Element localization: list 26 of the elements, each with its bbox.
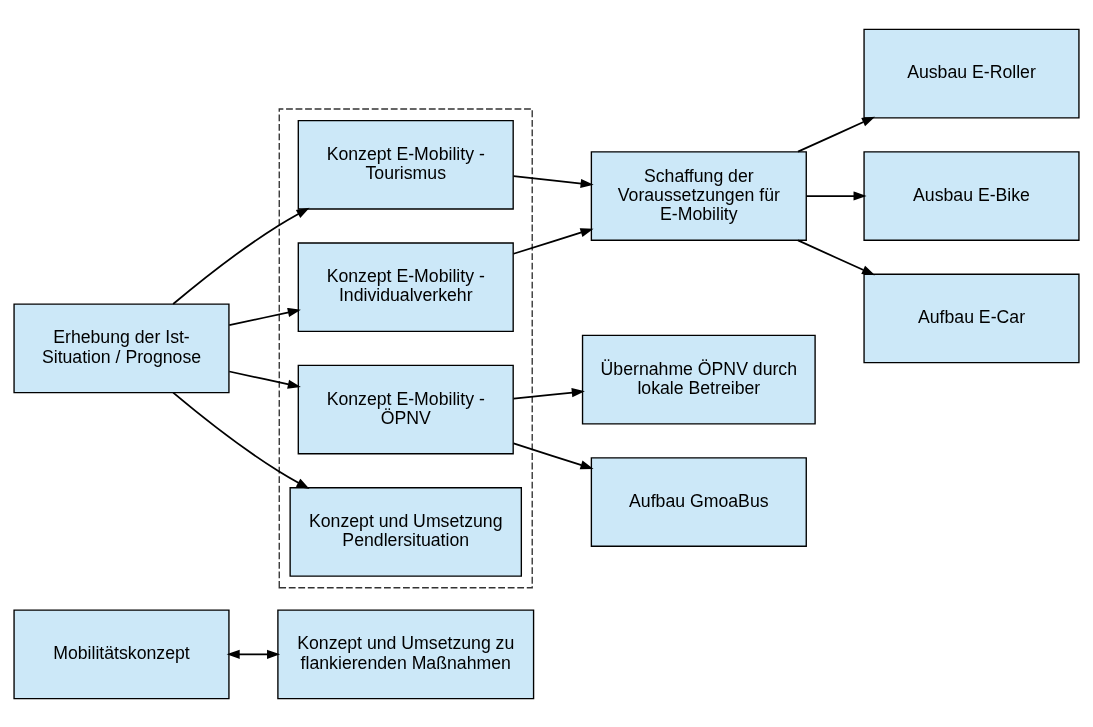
node-box: Übernahme ÖPNV durch lokale Betreiber <box>581 334 816 424</box>
arrow <box>228 307 301 326</box>
node-box: Konzept E-Mobility - Individualverkehr <box>297 241 514 332</box>
node-box: Schaffung der Voraussetzungen für E-Mobility <box>590 150 807 241</box>
arrow <box>797 116 876 153</box>
arrow <box>512 174 594 188</box>
node-box: Konzept E-Mobility - ÖPNV <box>297 364 514 454</box>
arrow <box>805 190 867 201</box>
arrow <box>512 442 594 469</box>
arrow <box>172 391 310 489</box>
node-box: Ausbau E-Bike <box>863 150 1080 241</box>
arrow <box>228 370 301 389</box>
arrow <box>172 207 310 305</box>
node-box: Erhebung der Ist-Situation / Prognose <box>13 303 230 393</box>
arrow <box>512 387 585 399</box>
node-box: Konzept und Umsetzung zu flankierenden Maßnahmen <box>277 609 535 699</box>
node-box: Konzept E-Mobility - Tourismus <box>297 119 514 210</box>
node-box: Mobilitätskonzept <box>13 609 230 699</box>
cluster <box>278 107 533 588</box>
arrow <box>226 649 281 659</box>
node-box: Aufbau GmoaBus <box>590 456 807 547</box>
arrow <box>797 239 876 275</box>
node-box: Ausbau E-Roller <box>863 28 1080 119</box>
arrow <box>512 227 594 255</box>
node-box: Aufbau E-Car <box>863 273 1080 363</box>
node-box: Konzept und Umsetzung Pendlersituation <box>289 486 522 577</box>
